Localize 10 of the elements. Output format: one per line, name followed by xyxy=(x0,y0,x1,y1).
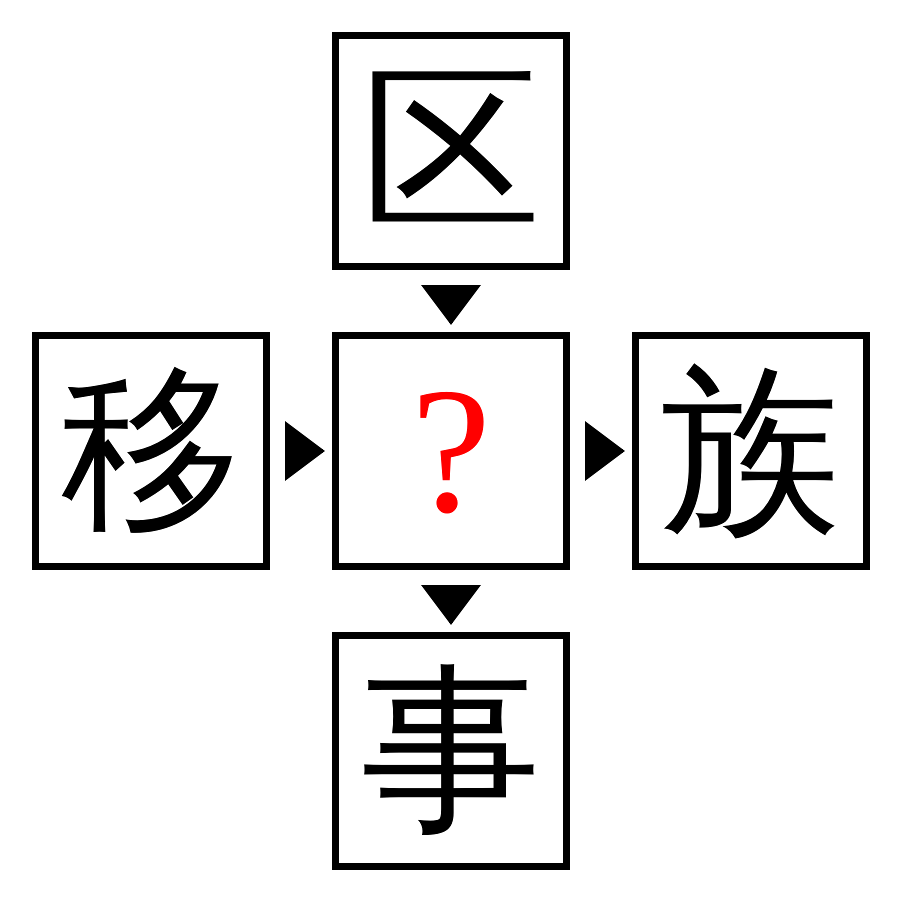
character-box xyxy=(332,32,570,270)
character-box xyxy=(632,332,870,570)
kanji-character: 事 xyxy=(361,661,541,841)
kanji-character: 移 xyxy=(61,361,241,541)
kanji-character: 区 xyxy=(361,61,541,241)
kanji-character: 族 xyxy=(661,361,841,541)
character-box xyxy=(332,332,570,570)
character-box xyxy=(32,332,270,570)
character-box xyxy=(332,632,570,870)
question-mark: ? xyxy=(411,361,491,541)
